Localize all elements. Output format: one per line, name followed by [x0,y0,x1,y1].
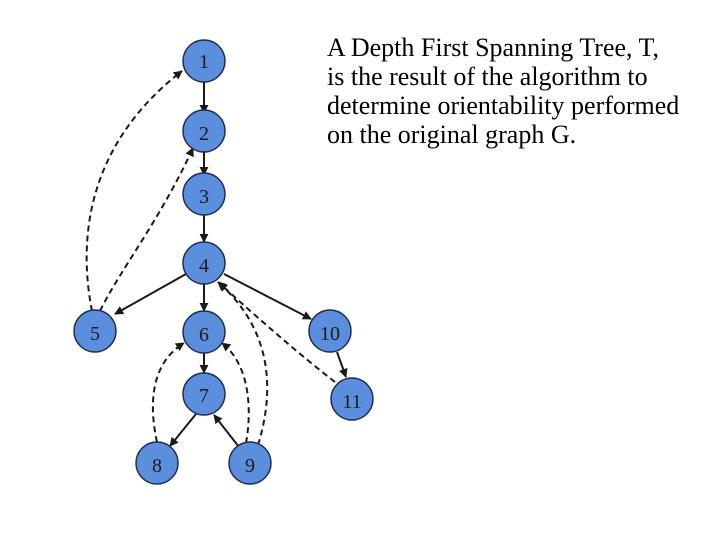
node-6 [182,310,226,354]
tree-edge-4-10 [223,273,312,320]
caption-line-1: A Depth First Spanning Tree, T, [327,33,660,62]
node-label-8: 8 [152,455,162,477]
node-labels: 1 2 3 4 5 6 7 8 9 10 11 [90,51,362,477]
back-edge-9-6 [221,342,250,444]
tree-edges [114,82,348,448]
node-label-6: 6 [199,324,209,346]
node-label-3: 3 [199,186,209,208]
node-3 [182,172,226,216]
node-label-4: 4 [199,255,209,277]
node-label-9: 9 [245,455,255,477]
node-10 [308,309,352,353]
caption-line-2: is the result of the algorithm to [327,62,648,91]
nodes [73,39,374,485]
back-edge-5-1 [85,70,183,312]
back-edge-8-6 [151,342,185,443]
back-edge-5-2 [99,147,194,312]
node-9 [228,441,272,485]
node-2 [182,109,226,153]
tree-edge-7-8 [169,413,197,447]
tree-edge-10-11 [336,351,348,378]
node-label-11: 11 [342,391,361,413]
tree-edge-4-5 [114,273,187,315]
node-1 [182,39,226,83]
node-label-1: 1 [199,51,209,73]
tree-edge-9-7 [213,414,240,448]
caption-line-3: determine orientability performed [327,91,680,120]
caption-line-4: on the original graph G. [327,120,577,149]
back-edge-9-4 [218,282,269,446]
node-11 [330,377,374,421]
node-4 [182,241,226,285]
node-label-10: 10 [320,323,340,345]
caption-text: A Depth First Spanning Tree, T, is the r… [327,33,712,149]
node-label-7: 7 [199,385,209,407]
back-edges [85,70,336,446]
node-label-5: 5 [90,323,100,345]
node-5 [73,309,117,353]
node-7 [182,372,226,416]
back-edge-11-4 [217,281,336,383]
node-8 [135,441,179,485]
node-label-2: 2 [199,123,209,145]
